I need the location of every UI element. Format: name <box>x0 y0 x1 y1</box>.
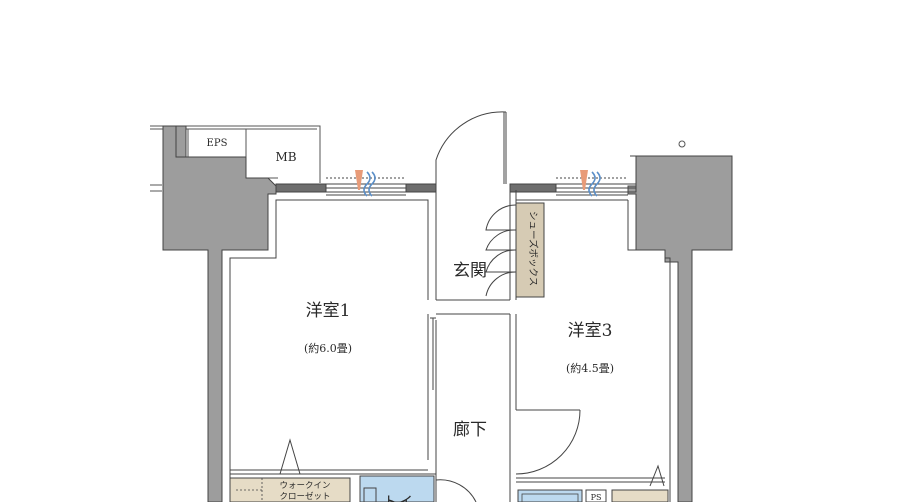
eps-label: EPS <box>207 138 228 149</box>
bedroom3-size: (約4.5畳) <box>566 361 614 375</box>
bath-unit <box>517 489 583 502</box>
entrance-label: 玄関 <box>453 261 487 281</box>
walkin-label-line2: クローゼット <box>279 491 330 502</box>
front-door <box>435 111 507 184</box>
right-wall-column <box>627 155 733 502</box>
closet-door-marker <box>649 464 665 487</box>
closet-door-marker <box>279 438 301 475</box>
bedroom3-door <box>515 409 581 475</box>
walkin-label-line1: ウォークイン <box>279 481 330 491</box>
vent-icon <box>355 170 376 197</box>
vent-icon <box>580 170 601 197</box>
ps-box <box>585 489 607 502</box>
left-wall-outer-line <box>175 126 186 158</box>
storage-shelf <box>611 489 669 502</box>
toilet-label: トイ <box>383 493 413 502</box>
toilet-door <box>435 479 477 502</box>
bath-unit-inner <box>521 493 579 502</box>
interior-walls <box>221 190 671 502</box>
hallway-label: 廊下 <box>453 420 487 440</box>
toilet-room <box>359 475 435 502</box>
bedroom1-label: 洋室1 <box>306 301 351 321</box>
ceiling-marker-icon <box>678 140 686 148</box>
mb-label: MB <box>275 150 296 164</box>
bedroom1-size: (約6.0畳) <box>304 341 352 355</box>
bedroom3-label: 洋室3 <box>568 321 613 341</box>
top-wall-band <box>275 177 637 196</box>
ps-label: PS <box>591 493 602 502</box>
left-wall-column <box>162 125 277 502</box>
shoebox-doors <box>485 204 517 297</box>
toilet-tank <box>363 487 377 502</box>
shoebox-label: シューズボックス <box>527 211 539 286</box>
shoebox <box>515 202 545 298</box>
